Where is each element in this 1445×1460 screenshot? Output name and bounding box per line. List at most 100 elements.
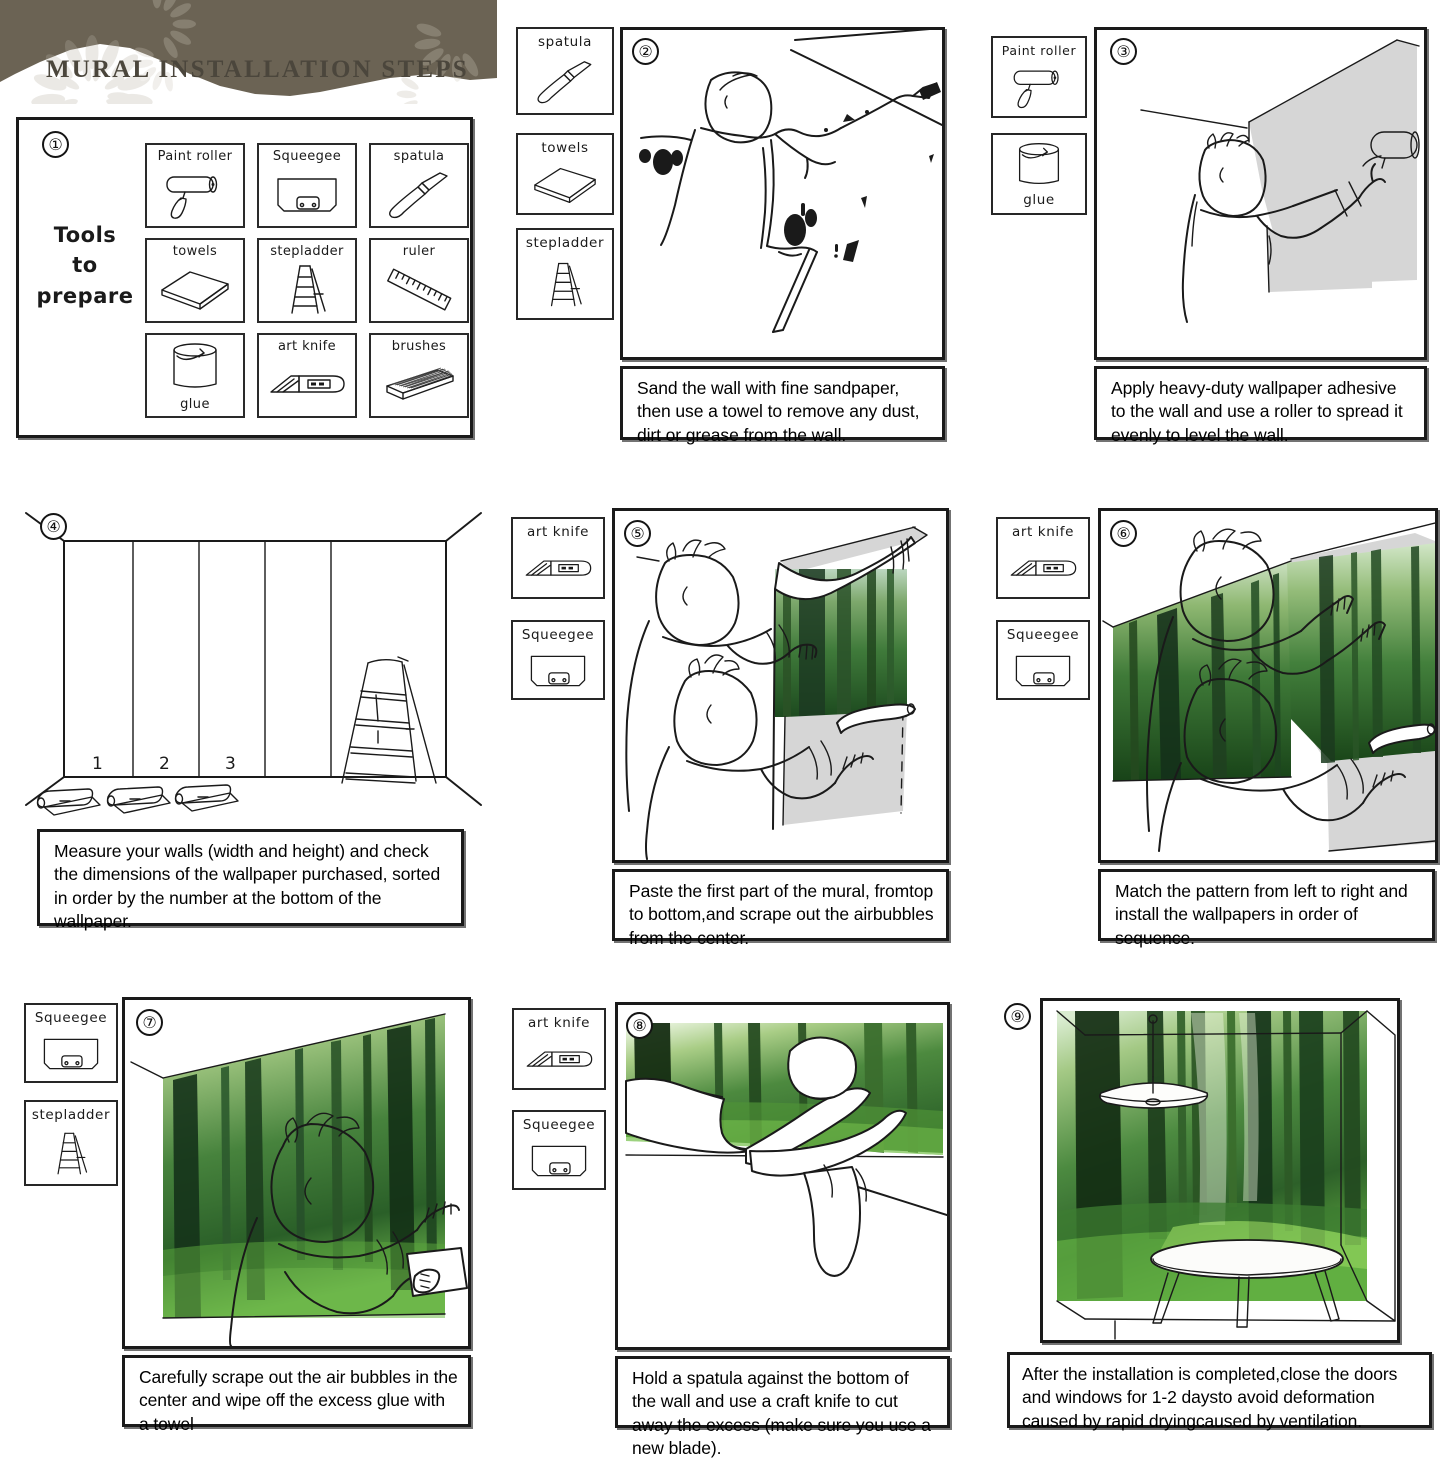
tool-art-knife[interactable]: art knife [257, 333, 357, 418]
tool-label: art knife [527, 524, 589, 540]
step-9-caption: After the installation is completed,clos… [1007, 1352, 1432, 1428]
ruler-icon [371, 259, 467, 321]
tool-art-knife-5[interactable]: art knife [511, 517, 605, 599]
wall-with-numbered-panels-and-rolls: 1 2 3 [16, 505, 491, 825]
step-8-caption: Hold a spatula against the bottom of the… [615, 1356, 950, 1428]
squeegee-icon [514, 1133, 604, 1188]
glue-can-icon [147, 335, 243, 397]
heading-line-3: prepare [37, 284, 134, 308]
stepladder-illustration [342, 657, 436, 783]
step-3-frame [1094, 27, 1427, 360]
paint-roller-icon [993, 58, 1085, 116]
stepladder-icon [259, 259, 355, 321]
glue-can-icon [993, 135, 1085, 192]
step-9-frame [1040, 998, 1400, 1343]
tool-stepladder-2[interactable]: stepladder [516, 228, 614, 320]
tool-label: ruler [403, 244, 436, 259]
stepladder-icon [518, 251, 612, 318]
step-6-frame [1098, 508, 1438, 863]
tool-spatula[interactable]: spatula [369, 143, 469, 228]
tool-label: Squeegee [523, 1117, 595, 1133]
squeegee-icon [259, 164, 355, 226]
step-number-5: ⑤ [624, 520, 651, 547]
step-4-caption: Measure your walls (width and height) an… [37, 829, 464, 926]
paint-roller-icon [147, 164, 243, 226]
page-title: MURAL INSTALLATION STEPS [46, 56, 469, 84]
tool-towels-2[interactable]: towels [516, 133, 614, 215]
step-number-7: ⑦ [136, 1009, 163, 1036]
wall-panel-number-2: 2 [159, 754, 170, 774]
tool-squeegee-8[interactable]: Squeegee [512, 1110, 606, 1190]
two-people-matching-pattern [1101, 511, 1435, 860]
tool-label: towels [173, 244, 217, 259]
step-6-caption: Match the pattern from left to right and… [1098, 869, 1435, 941]
step-8-frame [615, 1002, 950, 1350]
step-number-6: ⑥ [1110, 520, 1137, 547]
heading-line-1: Tools [54, 223, 117, 247]
step-5-caption: Paste the first part of the mural, fromt… [612, 869, 949, 941]
tool-label: Paint roller [158, 149, 233, 164]
tool-label: Squeegee [1007, 627, 1079, 643]
tool-label: spatula [394, 149, 445, 164]
tool-label: stepladder [526, 235, 604, 251]
tool-label: art knife [528, 1015, 590, 1031]
tool-label: stepladder [270, 244, 344, 259]
tool-towels[interactable]: towels [145, 238, 245, 323]
tool-paint-roller[interactable]: Paint roller [145, 143, 245, 228]
tool-brushes[interactable]: brushes [369, 333, 469, 418]
spatula-icon [371, 164, 467, 226]
heading-line-2: to [72, 253, 97, 277]
tool-squeegee[interactable]: Squeegee [257, 143, 357, 228]
tools-to-prepare-heading: Tools to prepare [30, 220, 140, 311]
tool-squeegee-7[interactable]: Squeegee [24, 1003, 118, 1083]
step-number-8: ⑧ [626, 1012, 653, 1039]
tool-spatula-2[interactable]: spatula [516, 27, 614, 115]
tool-glue[interactable]: glue [145, 333, 245, 418]
step-3-caption: Apply heavy-duty wallpaper adhesive to t… [1094, 366, 1427, 440]
tool-label: spatula [538, 34, 592, 50]
tool-label: glue [1023, 192, 1055, 208]
finished-room-with-forest-mural-lamp-table [1043, 1001, 1397, 1340]
tool-paint-roller-3[interactable]: Paint roller [991, 36, 1087, 118]
art-knife-icon [514, 1031, 604, 1088]
step-7-caption: Carefully scrape out the air bubbles in … [122, 1355, 471, 1427]
tool-squeegee-5[interactable]: Squeegee [511, 620, 605, 700]
tool-label: stepladder [32, 1107, 110, 1123]
dirt-spots [639, 110, 934, 262]
tools-grid: Paint roller Squeegee [145, 143, 469, 418]
tool-art-knife-8[interactable]: art knife [512, 1008, 606, 1090]
spatula-icon [518, 50, 612, 113]
header-banner [0, 0, 497, 104]
tool-stepladder-7[interactable]: stepladder [24, 1100, 118, 1186]
step-number-9: ⑨ [1004, 1003, 1031, 1030]
step-number-1: ① [42, 131, 69, 158]
squeegee-icon [513, 643, 603, 698]
tool-glue-3[interactable]: glue [991, 133, 1087, 215]
squeegee-icon [998, 643, 1088, 698]
art-knife-icon [259, 354, 355, 416]
stepladder-icon [26, 1123, 116, 1184]
tool-ruler[interactable]: ruler [369, 238, 469, 323]
tool-label: glue [180, 397, 210, 412]
tool-label: Squeegee [35, 1010, 107, 1026]
squeegee-icon [26, 1026, 116, 1081]
step-2-caption: Sand the wall with fine sandpaper, then … [620, 366, 945, 440]
art-knife-icon [513, 540, 603, 597]
person-sanding-wall [623, 30, 942, 357]
tool-label: brushes [392, 339, 446, 354]
tool-label: Squeegee [522, 627, 594, 643]
step-number-2: ② [632, 38, 659, 65]
tool-art-knife-6[interactable]: art knife [996, 517, 1090, 599]
tool-stepladder[interactable]: stepladder [257, 238, 357, 323]
step-5-frame [612, 508, 949, 863]
tool-squeegee-6[interactable]: Squeegee [996, 620, 1090, 700]
step-number-3: ③ [1110, 38, 1137, 65]
person-rolling-adhesive [1097, 30, 1424, 357]
person-smoothing-mural-with-towel [125, 1000, 468, 1346]
hands-trimming-excess-at-baseboard [618, 1005, 947, 1347]
wall-panel-number-1: 1 [92, 754, 103, 774]
step-2-frame [620, 27, 945, 360]
tool-label: art knife [1012, 524, 1074, 540]
wall-panel-number-3: 3 [225, 754, 236, 774]
art-knife-icon [998, 540, 1088, 597]
